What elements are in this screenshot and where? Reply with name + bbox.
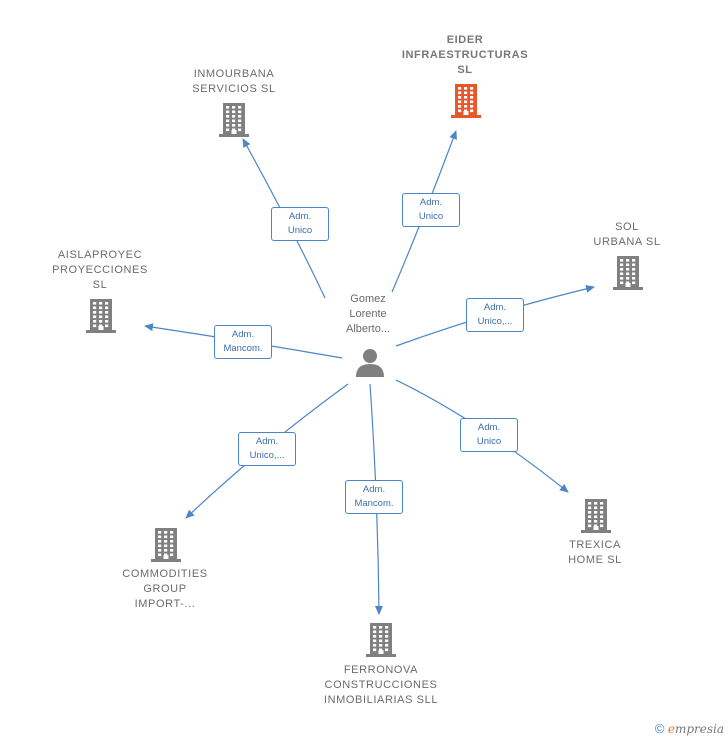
person-icon[interactable] — [356, 349, 384, 377]
building-icon[interactable] — [85, 298, 117, 339]
footer-brand: © empresia — [655, 721, 724, 736]
company-name-eider[interactable]: EIDER INFRAESTRUCTURAS SL — [401, 34, 529, 76]
company-name-sol[interactable]: SOL URBANA SL — [593, 221, 661, 248]
company-name-commodities[interactable]: COMMODITIES GROUP IMPORT-... — [122, 568, 208, 610]
role-badge-trexica[interactable]: Adm. Unico — [460, 418, 518, 452]
building-icon[interactable] — [450, 83, 482, 124]
copyright-symbol: © — [654, 721, 665, 736]
building-icon[interactable] — [612, 255, 644, 296]
company-name-inmourbana[interactable]: INMOURBANA SERVICIOS SL — [192, 68, 276, 95]
building-icon[interactable] — [218, 102, 250, 143]
role-badge-eider[interactable]: Adm. Unico — [402, 193, 460, 227]
role-badge-aislaproyec[interactable]: Adm. Mancom. — [214, 325, 272, 359]
building-icon[interactable] — [365, 622, 397, 663]
role-badge-ferronova[interactable]: Adm. Mancom. — [345, 480, 403, 514]
role-badge-sol[interactable]: Adm. Unico,... — [466, 298, 524, 332]
building-icon[interactable] — [150, 527, 182, 568]
company-name-aislaproyec[interactable]: AISLAPROYEC PROYECCIONES SL — [52, 249, 148, 291]
role-badge-commodities[interactable]: Adm. Unico,... — [238, 432, 296, 466]
company-name-trexica[interactable]: TREXICA HOME SL — [568, 539, 622, 566]
role-badge-inmourbana[interactable]: Adm. Unico — [271, 207, 329, 241]
brand-name: mpresia — [674, 722, 724, 736]
company-name-ferronova[interactable]: FERRONOVA CONSTRUCCIONES INMOBILIARIAS S… — [323, 664, 439, 706]
building-icon[interactable] — [580, 498, 612, 539]
brand-initial: e — [667, 722, 675, 736]
center-person-name[interactable]: Gomez Lorente Alberto... — [345, 293, 391, 335]
